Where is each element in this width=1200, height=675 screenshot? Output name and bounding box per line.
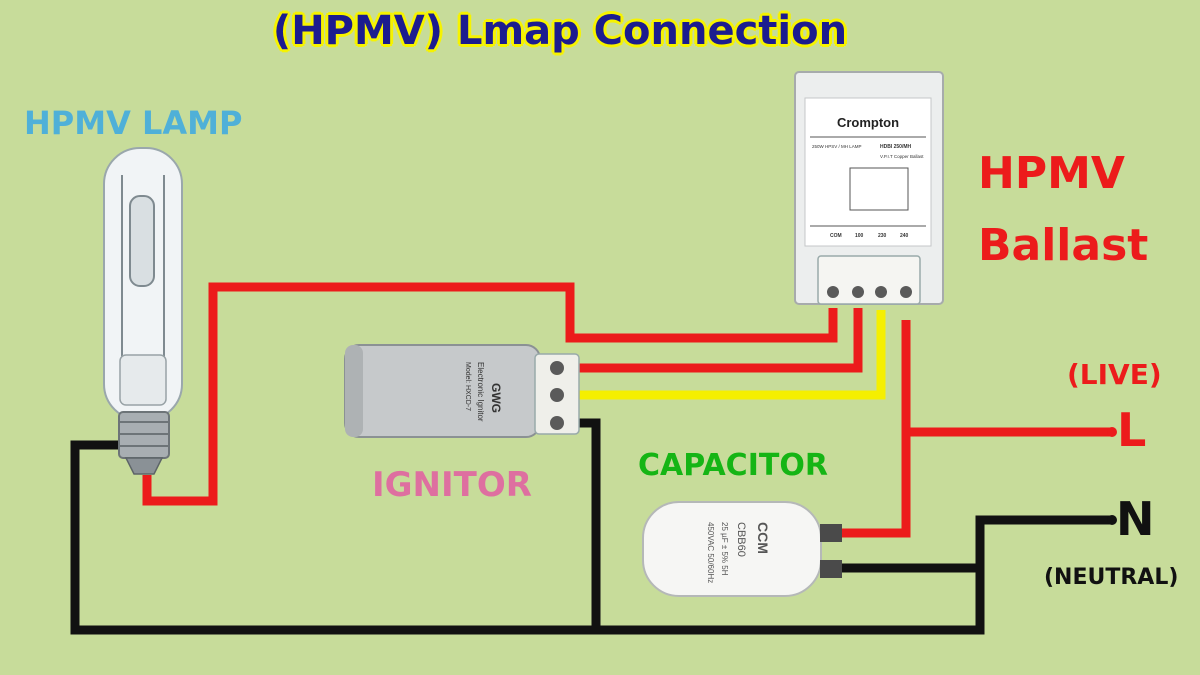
ballast-terminal-block bbox=[817, 255, 921, 305]
neutral-terminal-dot bbox=[1107, 515, 1117, 525]
ignitor-endcap bbox=[345, 345, 363, 437]
capacitor-brand: CCM bbox=[755, 522, 771, 554]
ballast-model: HDBI 250/MH bbox=[880, 144, 912, 150]
ballast-screw-1 bbox=[827, 286, 839, 298]
ignitor-model: Model: HXCD-7 bbox=[464, 362, 471, 411]
neutral-wire-ignitor bbox=[565, 418, 601, 630]
ignitor-to-ballast-wire bbox=[565, 308, 863, 373]
ballast-screw-3 bbox=[875, 286, 887, 298]
ballast-circuit-box bbox=[849, 167, 909, 211]
capacitor-rating: 25 µF ± 5% 5H bbox=[720, 522, 729, 576]
lamp-inner-base bbox=[119, 354, 167, 406]
ballast-device: Crompton 250W HPSV / MH LAMP HDBI 250/MH… bbox=[794, 71, 944, 305]
black-neutral-wires bbox=[70, 418, 1112, 635]
ignitor-type: Electronic Ignitor bbox=[476, 362, 485, 422]
red-live-wires bbox=[142, 282, 1112, 538]
ignitor-label: IGNITOR bbox=[372, 465, 532, 505]
capacitor-body bbox=[642, 501, 822, 597]
ignitor-terminal-1 bbox=[550, 361, 564, 375]
capacitor-voltage: 450VAC 50/60Hz bbox=[706, 522, 715, 583]
neutral-label: (NEUTRAL) bbox=[1044, 565, 1179, 590]
lamp-to-ballast-wire bbox=[142, 282, 838, 506]
ballast-terminal-240: 240 bbox=[900, 233, 909, 239]
ballast-terminal-230: 230 bbox=[878, 233, 887, 239]
ignitor-body bbox=[344, 344, 541, 438]
live-label: (LIVE) bbox=[1067, 358, 1162, 391]
neutral-symbol: N bbox=[1116, 492, 1155, 546]
page-title: (HPMV) Lmap Connection bbox=[272, 8, 848, 54]
live-terminal-dot bbox=[1107, 427, 1117, 437]
ballast-label-line1: HPMV bbox=[978, 148, 1125, 199]
ignitor-terminal-3 bbox=[550, 416, 564, 430]
ballast-brand: Crompton bbox=[837, 115, 899, 130]
ignitor-terminal-2 bbox=[550, 388, 564, 402]
ignitor-brand: GWG bbox=[489, 383, 503, 413]
live-to-capacitor-wire bbox=[838, 432, 911, 538]
ballast-type: V.P.I.T Copper Ballast bbox=[880, 154, 924, 159]
ballast-screw-4 bbox=[900, 286, 912, 298]
yellow-ignitor-wire bbox=[565, 310, 886, 400]
lamp-contact-tip bbox=[124, 457, 164, 475]
lamp-arc-tube bbox=[129, 195, 155, 287]
lamp-label: HPMV LAMP bbox=[24, 104, 243, 142]
ballast-terminal-100: 100 bbox=[855, 233, 864, 239]
live-symbol: L bbox=[1117, 403, 1147, 457]
capacitor-terminal-top bbox=[820, 524, 842, 542]
hpmv-lamp bbox=[103, 147, 183, 475]
capacitor-device: CCM CBB60 25 µF ± 5% 5H 450VAC 50/60Hz bbox=[642, 501, 842, 597]
ballast-terminal-com: COM bbox=[830, 233, 842, 239]
capacitor-model: CBB60 bbox=[735, 522, 747, 557]
ignitor-device: GWG Electronic Ignitor Model: HXCD-7 bbox=[344, 344, 580, 438]
neutral-wire-main bbox=[70, 440, 1112, 635]
ballast-label-sticker bbox=[804, 97, 932, 247]
ballast-screw-2 bbox=[852, 286, 864, 298]
capacitor-terminal-bottom bbox=[820, 560, 842, 578]
capacitor-label: CAPACITOR bbox=[638, 448, 828, 483]
ballast-rating: 250W HPSV / MH LAMP bbox=[812, 144, 862, 149]
ballast-label-line2: Ballast bbox=[978, 220, 1149, 271]
